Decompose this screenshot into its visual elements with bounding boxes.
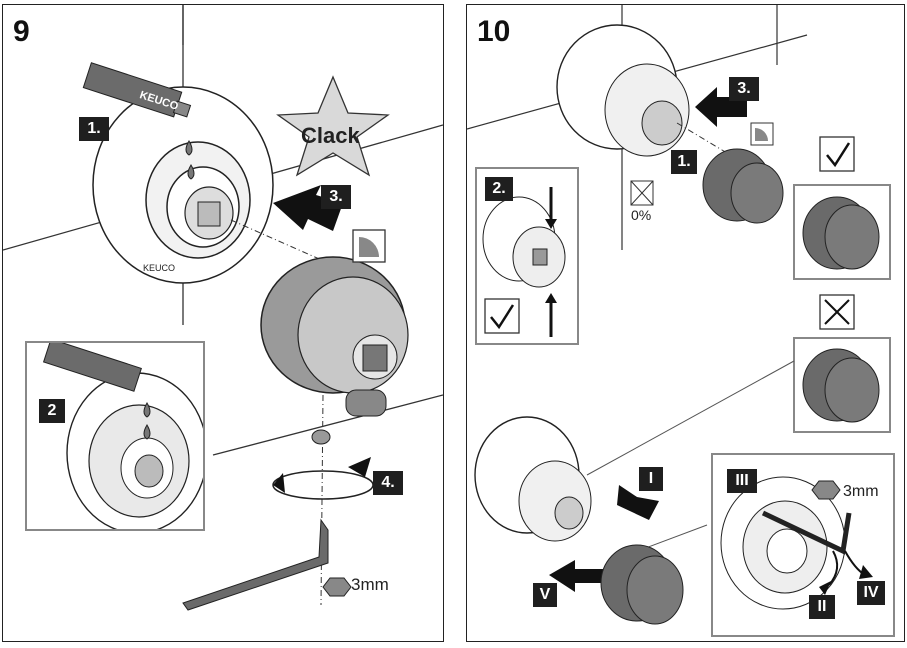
knob-top [702,148,784,224]
roman-label: I [639,467,663,491]
step-number: 9 [13,15,30,48]
clack-text: Clack [301,123,360,148]
arrow-step-3 [273,185,343,231]
step-label: 3. [729,77,759,101]
inset-step-2: 2 [25,341,205,531]
step-label: 2 [39,399,65,423]
percent-label: 0% [631,207,652,223]
step-9-panel: 9 1. 3. 4. Clack KEUCO KEUCO 3mm 2 [2,4,444,642]
inset-step-2: 2. [475,167,579,345]
rotate-indicator [272,470,374,500]
hex-icon [322,577,352,597]
tool-size: 3mm [351,575,389,594]
roman-label: V [533,583,557,607]
clack-star [276,75,390,177]
check-icon [819,136,855,172]
roman-label: III [727,469,757,493]
grease-tube-1 [82,62,195,180]
step-number: 10 [477,15,511,48]
valve-cartridge [260,256,409,417]
step-label: 4. [373,471,403,495]
hex-key [182,518,329,611]
roman-label: IV [857,581,885,605]
step-10-illustration [467,5,891,625]
step-9-illustration [3,5,443,611]
step-label: 1. [79,117,109,141]
inset-hex-adjust: III II IV 3mm [711,453,895,637]
tool-size: 3mm [843,483,879,500]
step-label: 3. [321,185,351,209]
brand-label: KEUCO [143,263,176,273]
step-10-panel: 10 1. 3. 0% 2. I V [466,4,905,642]
step-label: 2. [485,177,513,201]
step-label: 1. [671,150,697,174]
roman-label: II [809,595,835,619]
